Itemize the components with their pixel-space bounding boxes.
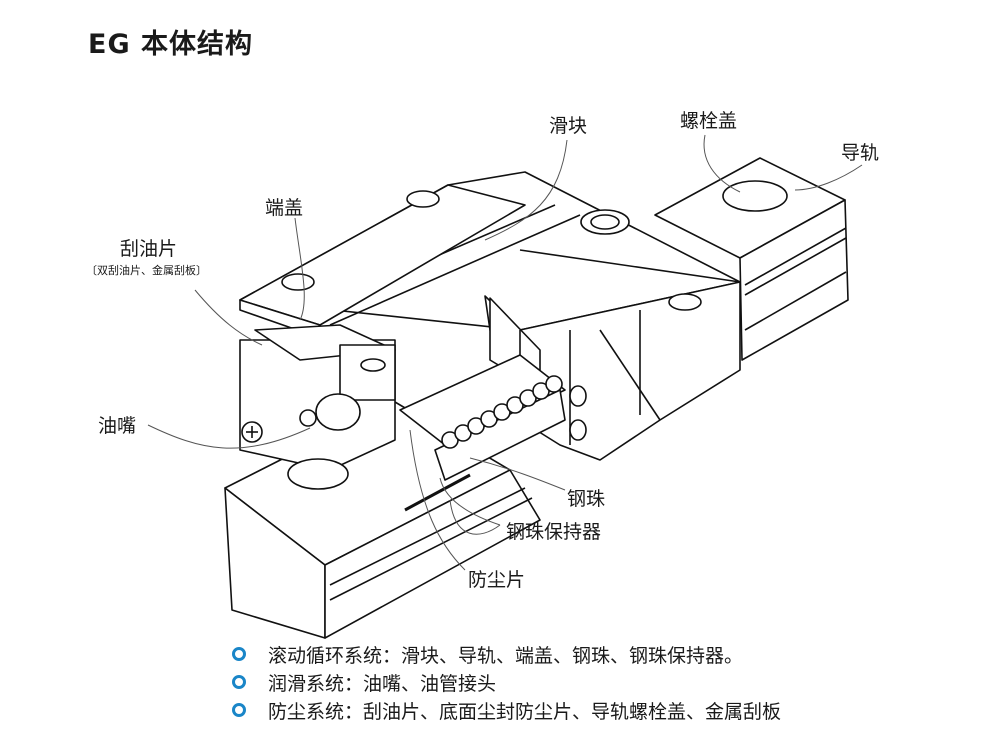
label-end-cap: 端盖 xyxy=(265,197,304,219)
bullet-icon xyxy=(232,703,246,717)
label-bolt-cap: 螺栓盖 xyxy=(680,110,738,132)
legend-text: 润滑系统：油嘴、油管接头 xyxy=(268,672,497,695)
scraper-plate xyxy=(239,324,396,471)
bullet-icon xyxy=(232,647,246,661)
label-slider: 滑块 xyxy=(549,115,588,137)
linear-guide-drawing xyxy=(147,134,863,639)
steel-balls xyxy=(441,375,563,449)
leader-lines xyxy=(147,134,863,571)
legend-item: 润滑系统：油嘴、油管接头 xyxy=(232,668,781,696)
bullet-icon xyxy=(232,675,246,689)
label-dust-seal: 防尘片 xyxy=(468,569,526,591)
system-legend: 滚动循环系统：滑块、导轨、端盖、钢珠、钢珠保持器。 润滑系统：油嘴、油管接头 防… xyxy=(232,640,781,724)
label-rail: 导轨 xyxy=(841,142,880,164)
legend-text: 防尘系统：刮油片、底面尘封防尘片、导轨螺栓盖、金属刮板 xyxy=(268,700,782,723)
label-scraper-note: 〔双刮油片、金属刮板〕 xyxy=(86,264,207,277)
legend-item: 滚动循环系统：滑块、导轨、端盖、钢珠、钢珠保持器。 xyxy=(232,640,781,668)
label-ball-retainer: 钢珠保持器 xyxy=(506,521,602,543)
legend-item: 防尘系统：刮油片、底面尘封防尘片、导轨螺栓盖、金属刮板 xyxy=(232,696,781,724)
rail-bolt-cap-hole xyxy=(722,180,788,212)
label-steel-ball: 钢珠 xyxy=(567,488,606,510)
legend-text: 滚动循环系统：滑块、导轨、端盖、钢珠、钢珠保持器。 xyxy=(268,644,744,667)
page-title: EG 本体结构 xyxy=(88,29,254,60)
label-grease-nipple: 油嘴 xyxy=(98,415,137,437)
label-scraper: 刮油片 xyxy=(120,238,178,260)
grease-nipple xyxy=(241,393,361,443)
